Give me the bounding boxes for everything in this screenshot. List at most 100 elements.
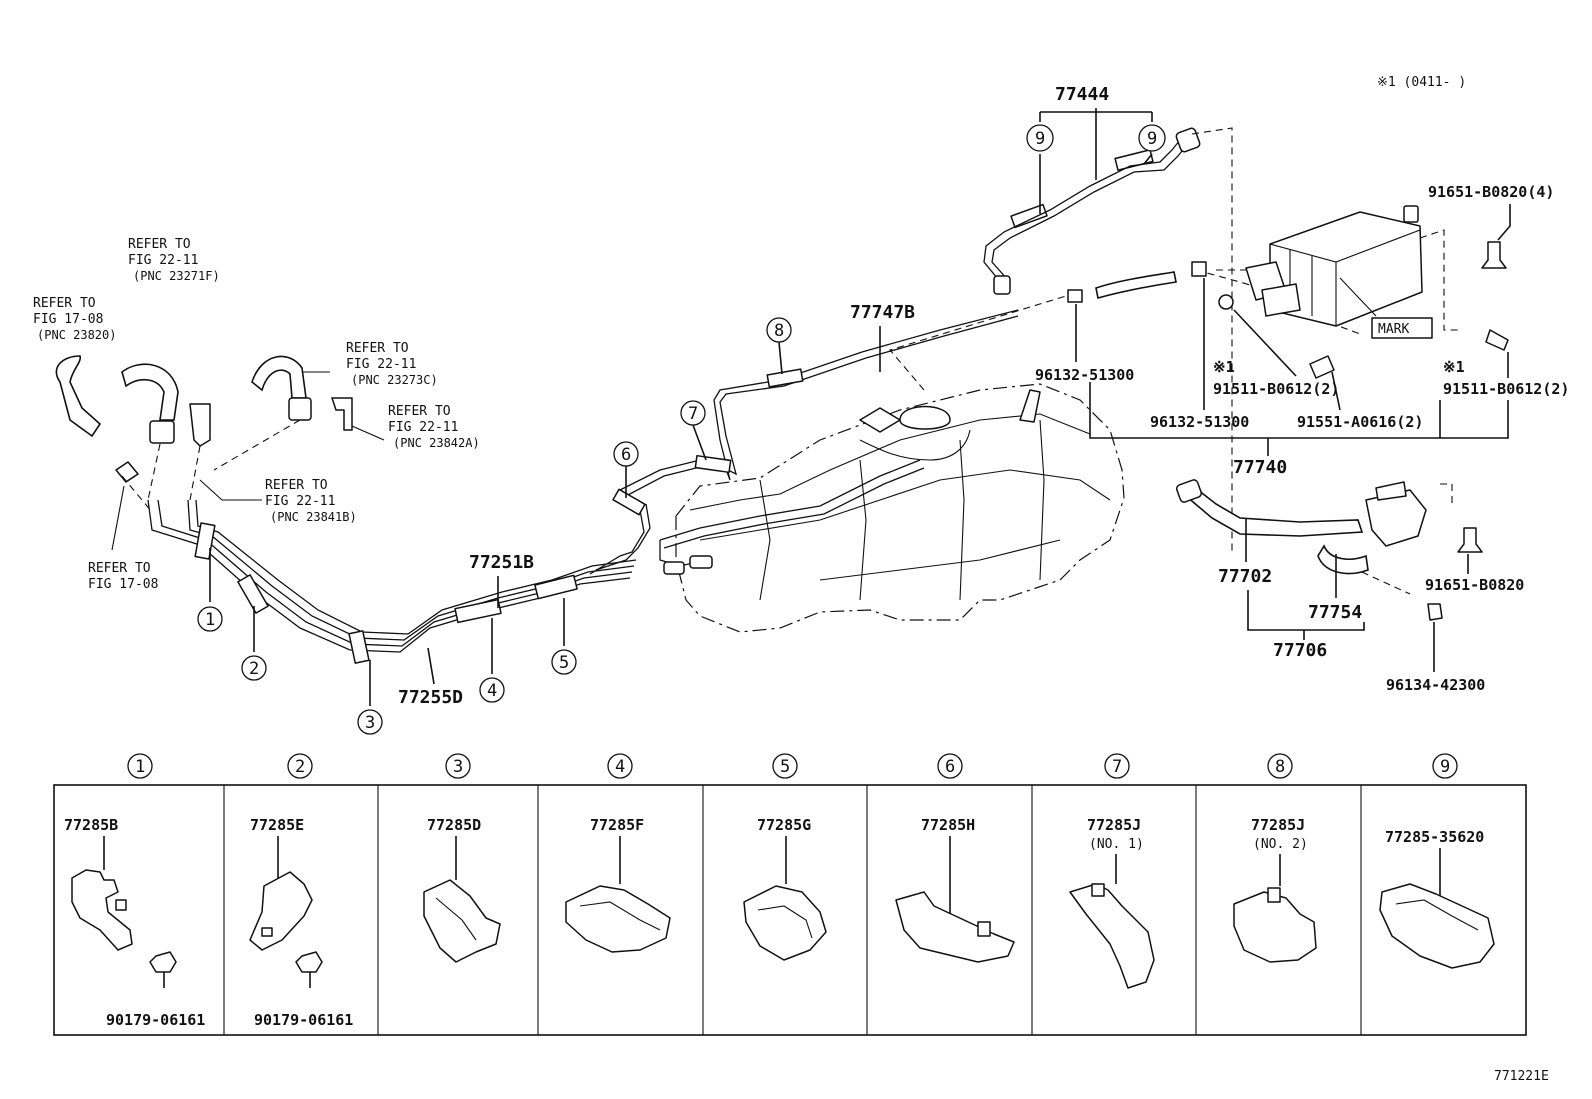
leader-line — [111, 485, 125, 551]
svg-text:(PNC 23273C): (PNC 23273C) — [351, 373, 438, 387]
cell-part-number: 77285J — [1251, 816, 1305, 834]
refer-label-2: REFER TO FIG 17-08 (PNC 23820) — [33, 296, 116, 342]
label-91511-b0612-b: 91511-B0612(2) — [1443, 380, 1569, 398]
svg-text:4: 4 — [615, 757, 625, 777]
charcoal-canister: MARK — [1218, 205, 1433, 379]
refer-label-4: REFER TO FIG 22-11 (PNC 23842A) — [388, 404, 480, 450]
hose-short — [1095, 271, 1177, 299]
callout-1: 1 — [197, 548, 223, 632]
svg-text:9: 9 — [1440, 757, 1450, 777]
label-96132-51300-a: 96132-51300 — [1035, 366, 1134, 384]
clamp-table — [53, 784, 1527, 1036]
label-77740: 77740 — [1233, 457, 1287, 478]
svg-text:3: 3 — [453, 757, 463, 777]
clip-96132-right — [1191, 261, 1207, 277]
table-header-1: 1 — [127, 753, 153, 779]
note-header: ※1 (0411- ) — [1377, 75, 1466, 90]
svg-text:(PNC 23820): (PNC 23820) — [37, 328, 116, 342]
svg-text:7: 7 — [688, 404, 698, 424]
table-cell-9: 77285-35620 — [1379, 828, 1495, 969]
svg-text:FIG 17-08: FIG 17-08 — [33, 312, 103, 327]
svg-text:2: 2 — [249, 659, 259, 679]
label-77702: 77702 — [1218, 566, 1272, 587]
leader-line — [1497, 204, 1511, 241]
svg-text:9: 9 — [1147, 129, 1157, 149]
svg-text:REFER TO: REFER TO — [388, 404, 451, 419]
bracket-77706 — [1247, 590, 1365, 631]
table-cell-5: 77285G — [743, 816, 827, 961]
mark-label: MARK — [1378, 322, 1409, 337]
cell-extra-part: 90179-06161 — [254, 1011, 353, 1029]
callout-2: 2 — [241, 606, 267, 681]
table-header-4: 4 — [607, 753, 633, 779]
cell-part-number: 77285E — [250, 816, 304, 834]
svg-text:REFER TO: REFER TO — [33, 296, 96, 311]
svg-text:FIG 22-11: FIG 22-11 — [388, 420, 458, 435]
hose-77444 — [983, 127, 1201, 295]
svg-text:6: 6 — [621, 445, 631, 465]
cell-part-number: 77285D — [427, 816, 481, 834]
svg-text:7: 7 — [1112, 757, 1122, 777]
connector-line — [1191, 127, 1233, 552]
svg-text:5: 5 — [780, 757, 790, 777]
cell-sub-label: (NO. 1) — [1089, 837, 1144, 852]
refer-label-6: REFER TO FIG 17-08 — [88, 561, 158, 592]
label-77747b: 77747B — [850, 302, 915, 323]
table-header-8: 8 — [1267, 753, 1293, 779]
svg-text:(PNC 23842A): (PNC 23842A) — [393, 436, 480, 450]
svg-text:FIG 17-08: FIG 17-08 — [88, 577, 158, 592]
callout-7: 7 — [680, 400, 707, 461]
label-77706: 77706 — [1273, 640, 1327, 661]
connector-line — [213, 419, 301, 471]
label-77754: 77754 — [1308, 602, 1362, 623]
svg-text:5: 5 — [559, 653, 569, 673]
leader-line — [351, 425, 385, 441]
cell-part-number: 77285F — [590, 816, 644, 834]
table-cell-6: 77285H — [895, 816, 1015, 963]
label-91551-a0616: 91551-A0616(2) — [1297, 413, 1423, 431]
table-header-2: 2 — [287, 753, 313, 779]
label-77255d: 77255D — [398, 687, 463, 708]
hose-77702 — [1175, 479, 1427, 575]
svg-text:(PNC 23271F): (PNC 23271F) — [133, 269, 220, 283]
label-77251b: 77251B — [469, 552, 534, 573]
table-cell-8: 77285J (NO. 2) — [1233, 816, 1317, 963]
cell-part-number: 77285G — [757, 816, 811, 834]
svg-text:FIG 22-11: FIG 22-11 — [265, 494, 335, 509]
bolts — [1427, 241, 1509, 621]
leader-line — [427, 647, 435, 685]
cell-part-number: 77285-35620 — [1385, 828, 1484, 846]
leader-line — [1233, 309, 1297, 377]
connector-line — [147, 443, 161, 501]
label-77444: 77444 — [1055, 84, 1109, 105]
svg-text:1: 1 — [135, 757, 145, 777]
callout-3: 3 — [357, 660, 383, 735]
callout-6: 6 — [613, 441, 639, 498]
svg-text:REFER TO: REFER TO — [265, 478, 328, 493]
label-91651-b0820: 91651-B0820 — [1425, 576, 1524, 594]
svg-text:REFER TO: REFER TO — [88, 561, 151, 576]
svg-text:6: 6 — [945, 757, 955, 777]
table-cell-1: 77285B 90179-06161 — [64, 816, 205, 1029]
label-91651-b0820-4: 91651-B0820(4) — [1428, 183, 1554, 201]
refer-label-3: REFER TO FIG 22-11 (PNC 23273C) — [346, 341, 438, 387]
svg-text:FIG 22-11: FIG 22-11 — [128, 253, 198, 268]
left-hoses — [55, 355, 353, 483]
refer-label-1: REFER TO FIG 22-11 (PNC 23271F) — [128, 237, 220, 283]
cell-sub-label: (NO. 2) — [1253, 837, 1308, 852]
svg-text:(PNC 23841B): (PNC 23841B) — [270, 510, 357, 524]
svg-text:REFER TO: REFER TO — [128, 237, 191, 252]
table-header-9: 9 — [1432, 753, 1458, 779]
table-cell-4: 77285F — [565, 816, 671, 953]
connector-line — [189, 445, 201, 501]
svg-text:3: 3 — [365, 713, 375, 733]
callout-9-left: 9 — [1026, 124, 1054, 152]
svg-text:8: 8 — [774, 321, 784, 341]
callout-4: 4 — [479, 618, 505, 703]
label-91511-b0612-a: 91511-B0612(2) — [1213, 380, 1339, 398]
callout-9-right: 9 — [1138, 124, 1166, 152]
leader-line — [1331, 371, 1341, 411]
callout-8: 8 — [766, 317, 792, 375]
table-cell-3: 77285D — [423, 816, 501, 963]
